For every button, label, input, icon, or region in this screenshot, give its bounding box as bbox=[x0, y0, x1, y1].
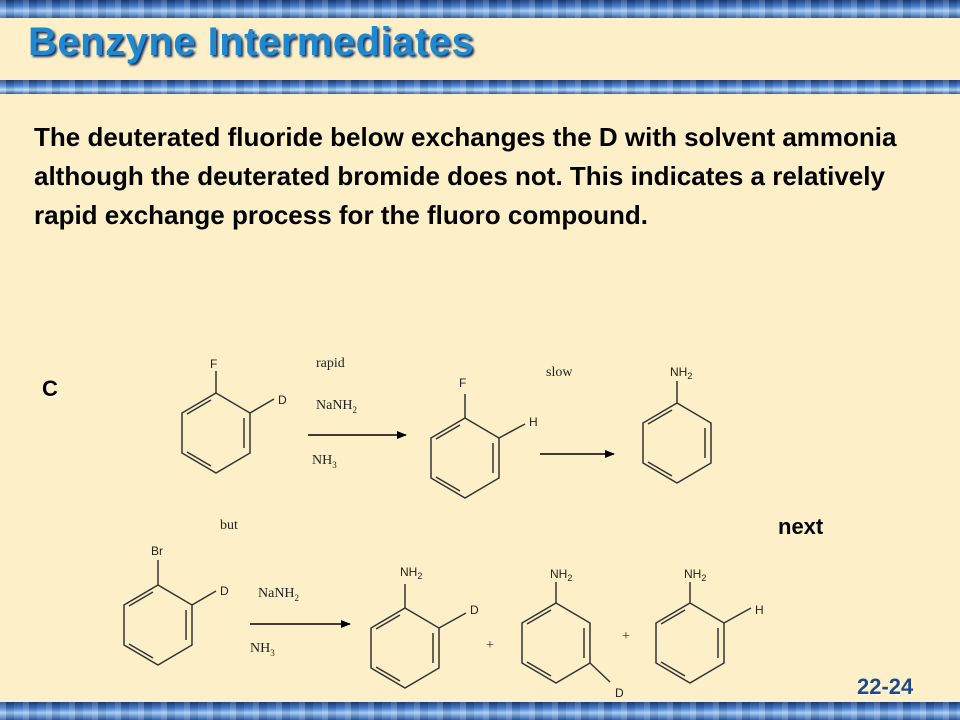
condition-slow: slow bbox=[546, 365, 573, 380]
substituent-nh2: NH2 bbox=[550, 567, 572, 583]
slide-number: 22-24 bbox=[857, 674, 914, 699]
title-divider-band bbox=[0, 80, 960, 94]
condition-rapid: rapid bbox=[316, 356, 345, 371]
molecule-aniline-meta-d bbox=[521, 582, 611, 684]
slide-title: Benzyne Intermediates bbox=[28, 20, 475, 64]
connector-but: but bbox=[220, 518, 238, 533]
molecule-aniline-product bbox=[642, 381, 712, 484]
substituent-f: F bbox=[210, 357, 217, 371]
bottom-decorative-band bbox=[0, 702, 960, 720]
substituent-nh2: NH2 bbox=[400, 565, 422, 581]
substituent-h: H bbox=[755, 603, 764, 617]
molecule-bromo-deutero-reactant bbox=[123, 560, 217, 666]
label-c: C bbox=[42, 376, 58, 401]
reagent-nanh2: NaNH2 bbox=[258, 586, 299, 603]
plus-sign-2: + bbox=[622, 629, 630, 644]
next-link[interactable]: next bbox=[778, 514, 824, 539]
body-paragraph: The deuterated fluoride below exchanges … bbox=[34, 122, 897, 230]
plus-sign-1: + bbox=[486, 638, 494, 653]
substituent-br: Br bbox=[151, 544, 163, 558]
molecule-aniline-ortho-d bbox=[370, 584, 467, 689]
substituent-d: D bbox=[470, 603, 479, 617]
substituent-d: D bbox=[220, 584, 229, 598]
substituent-h: H bbox=[529, 415, 538, 429]
molecule-aniline-ortho-h bbox=[655, 582, 752, 684]
solvent-nh3: NH3 bbox=[250, 641, 275, 658]
solvent-nh3: NH3 bbox=[312, 453, 337, 470]
reagent-nanh2: NaNH2 bbox=[316, 398, 357, 415]
substituent-nh2: NH2 bbox=[670, 365, 692, 381]
top-decorative-band bbox=[0, 0, 960, 18]
substituent-d: D bbox=[615, 686, 624, 700]
molecule-fluoro-deutero-reactant bbox=[181, 371, 275, 474]
substituent-nh2: NH2 bbox=[684, 567, 706, 583]
molecule-fluorobenzene-intermediate bbox=[430, 394, 526, 499]
substituent-f: F bbox=[459, 376, 466, 390]
substituent-d: D bbox=[278, 393, 287, 407]
